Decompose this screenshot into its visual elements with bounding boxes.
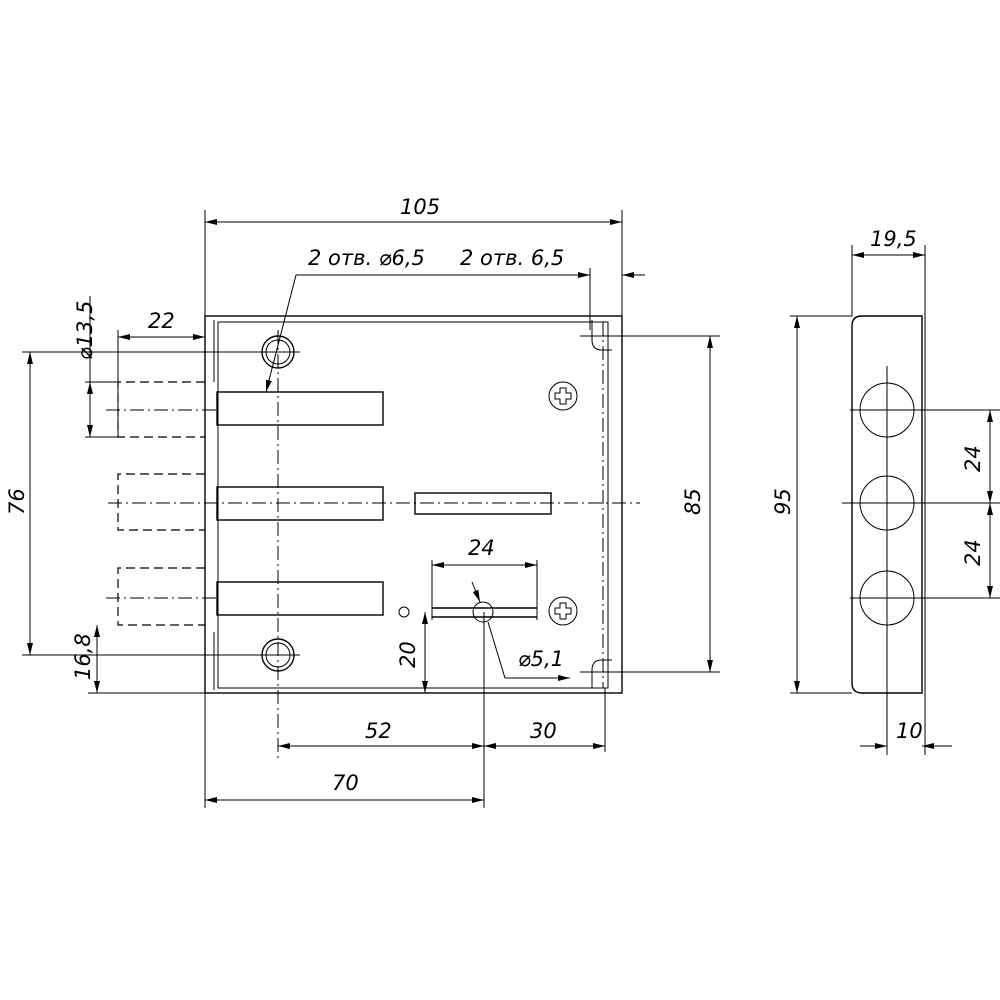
strike-plate-side-view: 19,5 95 24 24 10	[771, 227, 1000, 755]
dim-22: 22	[148, 309, 175, 333]
slot	[414, 492, 552, 515]
small-hole	[398, 606, 410, 618]
dim-24-key: 24	[468, 536, 495, 560]
dim-holes-note: 2 отв. ⌀6,5	[308, 246, 425, 270]
dim-85: 85	[681, 488, 705, 515]
dim-holes-offset: 2 отв. 6,5	[460, 246, 564, 270]
screw-top	[548, 381, 578, 411]
dim-19-5: 19,5	[870, 227, 917, 251]
bolt-bottom	[216, 581, 384, 616]
dim-52: 52	[365, 719, 392, 743]
front-dimensions: 105 2 отв. ⌀6,5 2 отв. 6,5 22 ⌀13,5 76 1…	[5, 195, 713, 808]
bolt-top	[216, 391, 384, 426]
dim-24-top: 24	[961, 445, 985, 472]
dim-10: 10	[896, 719, 923, 743]
dim-30: 30	[530, 719, 557, 743]
dim-76: 76	[5, 488, 29, 515]
screw-bottom	[548, 596, 578, 626]
dim-d5-1: ⌀5,1	[518, 647, 564, 671]
dim-d13-5: ⌀13,5	[73, 301, 97, 360]
dim-105: 105	[400, 195, 440, 219]
dim-20: 20	[396, 641, 420, 668]
dim-70: 70	[332, 771, 359, 795]
dim-95: 95	[771, 488, 795, 515]
dim-16-8: 16,8	[71, 633, 95, 680]
dim-24-bottom: 24	[961, 539, 985, 566]
